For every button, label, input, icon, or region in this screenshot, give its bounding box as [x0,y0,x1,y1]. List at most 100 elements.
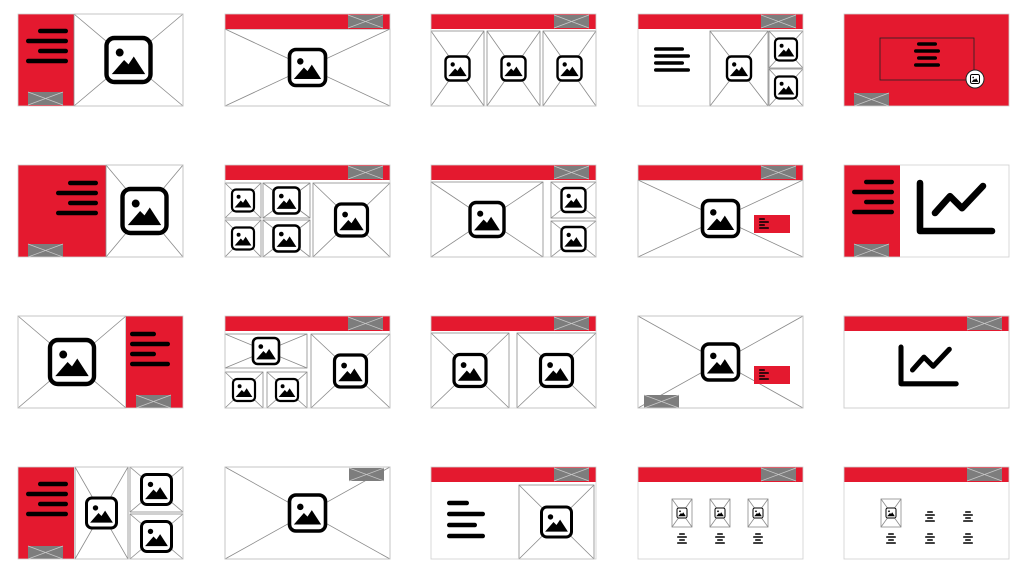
image-icon-mountain [545,519,568,532]
image-icon-mountain [338,368,363,382]
logo-cross [347,316,384,331]
image-icon-mountain [276,236,297,247]
image-icon-mountain [339,217,364,231]
logo-cross [553,467,590,482]
logo-cross [966,316,1003,331]
text-lines-icon [759,369,769,380]
image-icon-sun [888,510,890,513]
tile-border [224,13,391,107]
image-icon-frame [272,186,301,215]
image-placeholder [129,513,184,560]
image-icon [725,55,753,82]
image-icon-frame [560,186,587,214]
logo-cross [27,243,64,258]
image-placeholder [430,30,485,107]
image-icon-sun [237,384,242,389]
image-icon-frame [560,225,587,253]
image-placeholder [550,181,597,219]
logo-cross [135,394,172,409]
image-icon-mountain [887,512,895,517]
image-icon-mountain [111,56,146,75]
logo-placeholder-icon [347,14,384,29]
logo-cross [27,91,64,106]
text-lines-icon [885,533,897,544]
image-icon-frame [700,342,741,382]
image-icon-sun [562,62,567,67]
image-icon-sun [147,528,154,535]
logo-placeholder-icon [27,91,64,106]
image-icon-frame [676,507,688,519]
image-icon-sun [779,43,784,48]
logo-cross [853,243,890,258]
chart-axes [898,344,959,387]
image-icon [287,493,328,533]
image-icon [444,55,471,82]
image-placeholder [768,68,804,107]
image-icon-frame [332,353,369,389]
tile-border [637,466,804,560]
logo-placeholder-icon [347,165,384,180]
layout-tile [17,13,184,107]
image-icon [560,225,587,253]
layout-tile [637,315,804,409]
image-placeholder [709,498,731,528]
tile-border [17,315,184,409]
layout-tile [843,315,1010,409]
tile-border [17,13,184,107]
layout-tile [224,315,391,409]
image-icon [47,337,97,387]
image-icon-frame [140,520,173,553]
image-placeholder [224,371,264,409]
image-icon-mountain [971,78,979,82]
image-icon-mountain [278,388,296,398]
logo-placeholder-icon [760,165,797,180]
image-icon-sun [566,193,571,199]
image-icon-frame [333,202,370,238]
image-placeholder [17,315,127,409]
image-icon-mountain [564,237,583,247]
image-icon-mountain [564,198,583,208]
image-placeholder [224,333,308,369]
image-icon-mountain [777,85,795,95]
text-lines-icon [715,533,725,544]
image-icon-mountain [678,512,686,517]
image-icon [560,186,587,214]
image-icon [332,353,369,389]
image-icon-mountain [706,359,735,374]
image-icon-frame [538,352,575,389]
text-lines-icon [963,533,973,544]
image-icon-sun [236,194,241,199]
layout-tile [430,315,597,409]
image-icon-frame [970,74,980,84]
chart-axes [916,179,996,235]
text-lines-icon [56,180,98,216]
image-icon [714,507,726,519]
line-chart-icon [916,179,996,235]
image-icon [272,186,301,215]
image-icon [970,74,980,84]
logo-placeholder-icon [553,165,590,180]
text-lines-icon [914,42,940,67]
image-icon-sun [297,503,304,511]
image-icon-sun [341,362,347,369]
image-icon-frame [272,224,301,253]
image-icon-sun [732,62,737,67]
logo-cross [760,165,797,180]
image-placeholder [542,30,597,107]
image-icon-frame [104,35,153,85]
image-icon-frame [444,55,471,82]
image-icon-frame [752,507,764,519]
image-placeholder [266,371,308,409]
text-lines-icon [676,533,688,544]
logo-cross [27,545,64,560]
image-icon [752,507,764,519]
image-icon [287,47,328,88]
image-placeholder [224,28,391,107]
image-icon-sun [342,211,348,218]
text-lines-icon [925,533,935,544]
image-icon-mountain [127,207,162,226]
text-lines-icon [26,481,68,517]
tile-border [637,164,804,258]
chart-line [931,182,987,217]
logo-cross [553,14,590,29]
